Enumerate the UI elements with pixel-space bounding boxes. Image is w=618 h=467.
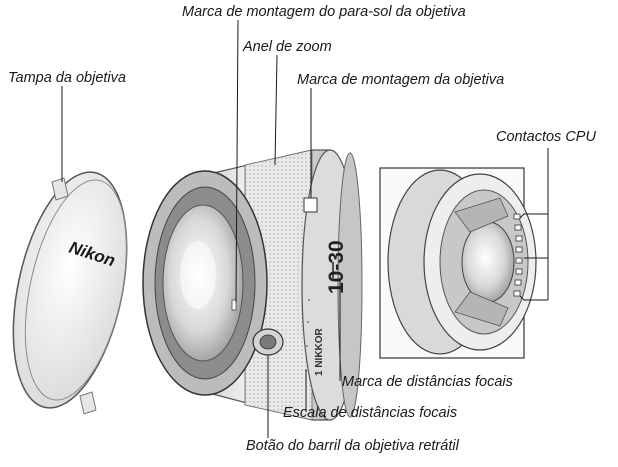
leader-lines bbox=[61, 19, 549, 438]
focal-length-scale bbox=[305, 299, 310, 371]
bayonet-tab-top bbox=[454, 197, 509, 233]
rear-mount-inset bbox=[379, 167, 537, 359]
lens-model-text: 10-30 bbox=[325, 240, 348, 294]
label-lens-cap: Tampa da objetiva bbox=[8, 70, 126, 86]
bayonet-tab-bottom bbox=[454, 291, 509, 327]
lens-body: 10-30 1 NIKKOR bbox=[142, 149, 363, 421]
cap-pinch-tab-top bbox=[51, 177, 69, 201]
rear-lens-element bbox=[461, 221, 515, 303]
label-focal-length-scale: Escala de distâncias focais bbox=[283, 405, 457, 421]
lens-brand-text: 1 NIKKOR bbox=[314, 327, 325, 376]
label-cpu-contacts: Contactos CPU bbox=[496, 129, 596, 145]
leader-zoom-ring bbox=[274, 54, 278, 166]
hood-mount-mark bbox=[231, 299, 237, 311]
label-hood-mount-mark: Marca de montagem do para-sol da objetiv… bbox=[182, 4, 466, 20]
lens-mount-mark bbox=[303, 197, 318, 213]
leader-hood-mount-mark bbox=[235, 19, 239, 303]
label-retract-button: Botão do barril da objetiva retrátil bbox=[246, 438, 460, 454]
lens-cap: Nikon bbox=[12, 171, 128, 415]
label-lens-mount-mark: Marca de montagem da objetiva bbox=[297, 72, 504, 88]
label-zoom-ring: Anel de zoom bbox=[242, 39, 332, 55]
cap-pinch-tab-bottom bbox=[79, 391, 97, 415]
cpu-contacts bbox=[513, 213, 523, 297]
label-focal-length-mark: Marca de distâncias focais bbox=[342, 374, 513, 390]
leader-focal-length-mark bbox=[333, 279, 341, 381]
leader-cpu-contacts-upper bbox=[519, 213, 548, 219]
leader-cpu-contacts-lower bbox=[519, 295, 548, 301]
rear-mount-ring bbox=[337, 152, 363, 418]
